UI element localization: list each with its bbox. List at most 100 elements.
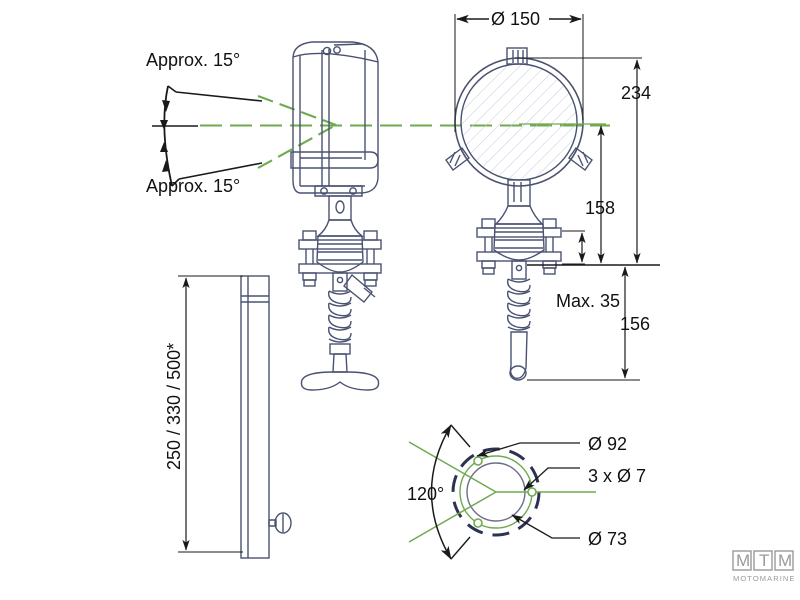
lamp-mount-bolt-right [349,187,357,195]
side-clamp-bolt-left [302,230,317,287]
front-cable-tip [509,365,527,381]
side-bolt-head-left [302,230,317,241]
arc-tick-bottom [171,178,180,187]
logo-subtitle: MOTOMARINE [733,574,796,583]
logo-box-1 [732,550,752,571]
logo-box-2 [753,550,773,571]
beam-ray-lower [257,124,337,169]
front-top-lug [506,47,528,65]
logo-letter-1: M [736,551,750,570]
beam-leader-bottom [178,162,263,180]
lamp-housing-outline [292,41,379,194]
front-side-lug-right-body [568,147,593,171]
front-mount-bellows [494,223,544,249]
front-coil-spring [507,278,531,331]
detail-label-dia73: Ø 73 [588,529,627,549]
beam-angle-top-label: Approx. 15° [146,50,240,70]
pole-body [240,275,270,559]
side-coil-spring [328,290,352,343]
spring-coil-7 [328,326,352,331]
dim-label-dia150: Ø 150 [491,9,540,29]
front-side-lug-left-body [445,147,470,171]
mtm-logo: M T M MOTOMARINE [732,550,796,583]
front-stem [511,260,527,280]
front-stem-hole [515,264,523,272]
arc-arrow-bottom [162,160,170,172]
front-mount-bellows-body [493,223,545,261]
arc-tick-top [167,85,177,93]
detail-label-holes: 3 x Ø 7 [588,466,646,486]
front-lens-hatch [461,64,577,180]
side-mount-bellows-body [316,235,364,273]
side-cable-gland [343,273,373,303]
logo-box-3 [774,550,794,571]
spring-coil-5 [328,314,352,319]
front-spring-coil-7 [507,314,531,319]
logo-letter-2: T [759,551,769,570]
side-bolt-head-right [363,230,378,241]
spring-coil-9 [328,338,352,343]
front-bolt-nut2-right [543,267,556,275]
lamp-hinge-left [322,46,332,56]
side-view-mount-assembly [298,195,382,391]
dimensions-right: Ø 150 234 158 Max. 35 156 [454,9,660,381]
front-side-lug-left-ribs [449,151,461,167]
side-mount-bellows [317,235,363,261]
front-spring-coil-6 [507,302,531,317]
dim-label-158: 158 [585,198,615,218]
leader-line-dia73 [511,514,580,539]
spring-coil-4 [328,302,352,317]
detail-label-120: 120° [407,484,444,504]
spring-coil-3 [328,302,352,307]
detail-hole-lower-left [473,518,483,528]
side-cable-gland-line [363,287,376,298]
front-side-lug-left [445,147,470,171]
pole-knob-head [274,512,292,534]
leader-line-holes [523,467,580,491]
arc-arrow-top [162,100,170,112]
beam-ray-upper [257,95,337,126]
side-stem-hole [336,276,344,284]
arc-arrow-upper-mid [160,120,168,130]
arc-arrow-lower-mid [160,142,168,152]
detail-spoke-120 [408,441,497,493]
beam-leader-top [175,91,263,102]
front-spring-coil-4 [507,290,531,305]
detail-label-dia92: Ø 92 [588,434,627,454]
beam-angle-arc [163,85,173,187]
leader-line-dia92 [476,442,580,457]
lamp-handle [290,151,379,169]
detail-angle-arc [430,424,452,560]
front-spring-coil-9 [507,326,531,331]
spring-coil-2 [328,290,352,305]
lamp-mount-plate [314,185,363,197]
front-mount-neck-lines [513,182,522,202]
dim-label-156: 156 [620,314,650,334]
detail-hole-upper-left [473,456,483,466]
dim-label-234: 234 [621,83,651,103]
detail-angle-leg-top [450,424,471,448]
side-bolt-nut2-left [303,279,316,287]
side-clamp-bolt-right [363,230,378,287]
side-clamp-plate-upper [298,239,382,250]
front-bolt-head-right [542,218,557,229]
lamp-hinge-right [333,46,341,54]
front-side-lug-right-ribs [577,151,589,167]
front-spring-coil-1 [507,278,531,283]
front-bolt-nut2-left [482,267,495,275]
pole-view: 250 / 330 / 500* [164,275,292,559]
front-bolt-head-left [481,218,496,229]
spring-coil-8 [328,326,352,341]
side-bolt-nut2-right [364,279,377,287]
lamp-housing-top-seam [292,52,379,63]
spring-coil-1 [328,290,352,295]
detail-hole-right [527,487,537,497]
side-view-lamp-head [290,41,379,197]
front-top-lug-body [506,47,528,65]
front-spring-coil-5 [507,302,531,307]
logo-letter-3: M [778,551,792,570]
lamp-mount-bolt-left [320,187,328,195]
